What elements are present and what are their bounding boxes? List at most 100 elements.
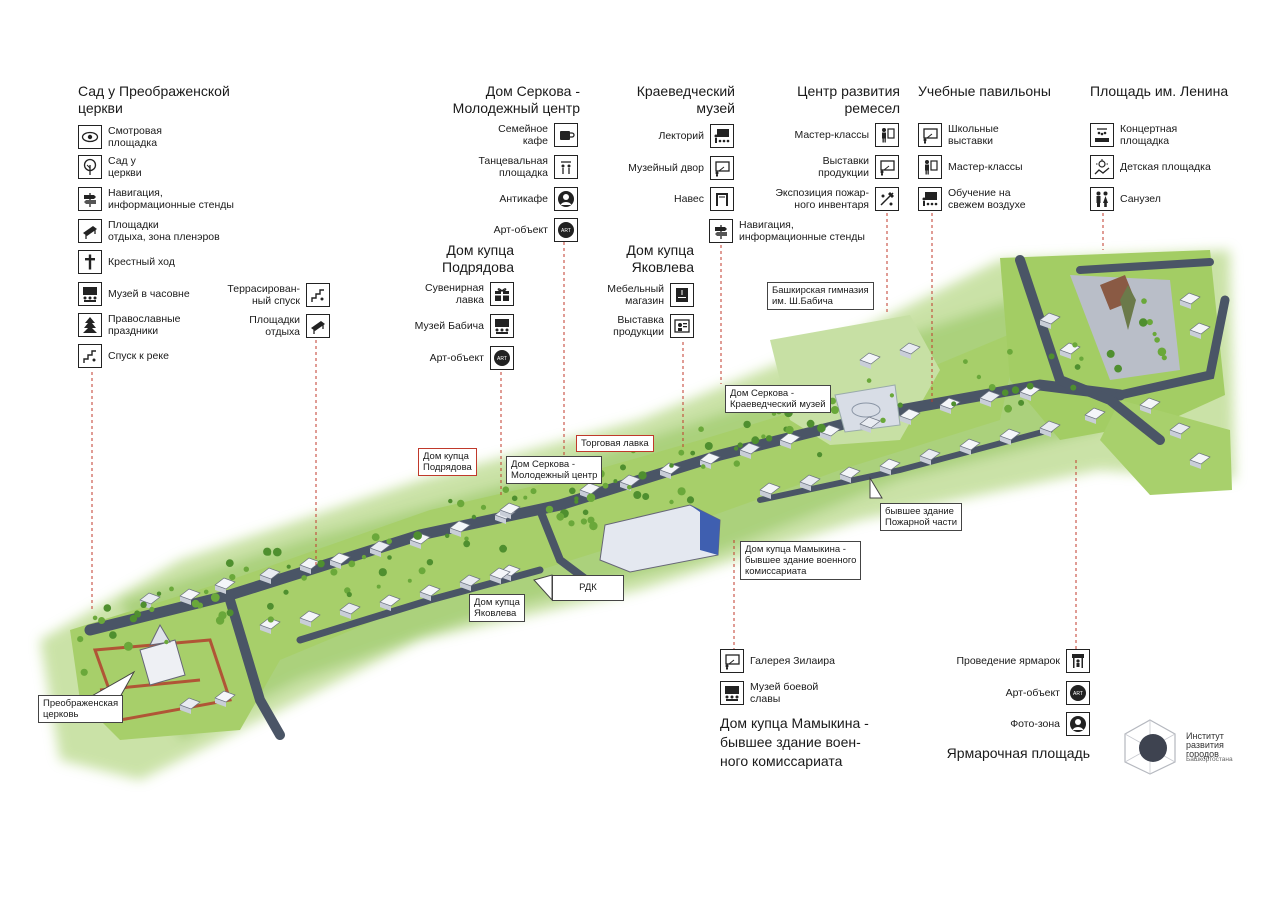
tree [140, 601, 147, 608]
house [1084, 407, 1106, 424]
dance-icon [561, 161, 571, 174]
institute-logo-icon [1124, 719, 1176, 775]
legend-item-label: Музейный двор [628, 162, 704, 174]
legend-item-lenin-0: Концертная площадка [1090, 123, 1177, 147]
signpost-icon [84, 193, 96, 207]
legend-item-lenin-2: Санузел [1090, 187, 1161, 211]
legend-item-museum-0: Лекторий [658, 124, 734, 148]
tree [569, 487, 576, 495]
legend-item-fair-2: Фото-зона [1010, 712, 1090, 736]
svg-text:ART: ART [561, 228, 571, 234]
fire-icon [880, 192, 894, 206]
group-title-podryadov: Дом купца Подрядова [442, 242, 514, 275]
legend-item-label: Мастер-классы [948, 161, 1023, 173]
house [419, 584, 441, 601]
fir-tree-icon-box [78, 313, 102, 337]
house [379, 594, 401, 611]
house [1039, 420, 1061, 437]
stage-icon-box [1090, 123, 1114, 147]
tree [229, 574, 236, 581]
person-icon-box [1066, 712, 1090, 736]
house [859, 352, 881, 369]
tree [1072, 342, 1078, 348]
house [839, 466, 861, 483]
tree [700, 464, 706, 469]
tree [445, 533, 450, 538]
tree [737, 442, 743, 448]
group-title-serkov_youth: Дом Серкова - Молодежный центр [452, 83, 580, 116]
bench-icon [83, 226, 97, 239]
board-icon [880, 160, 895, 176]
tree [669, 499, 674, 505]
map-label-podryadov: Дом купца Подрядова [418, 448, 477, 476]
tree [733, 446, 739, 451]
bench-icon-box [306, 314, 330, 338]
leader-lines [91, 213, 1104, 650]
tree [346, 591, 352, 598]
legend-item-museum-1: Музейный двор [628, 156, 734, 180]
tree [203, 589, 209, 595]
bench-icon [311, 321, 325, 334]
legend-item-sad-3: Площадки отдыха, зона пленэров [78, 219, 220, 243]
rdk-building [599, 504, 721, 573]
legend-item-yakovlev-1: Выставка продукции [613, 314, 694, 338]
museum-icon-box [490, 314, 514, 338]
legend-item-label: Галерея Зилаира [750, 655, 835, 667]
group-title-museum: Краеведческий музей [636, 83, 735, 116]
legend-item-sad-6: Православные праздники [78, 313, 181, 337]
legend-item-label: Выставка продукции [613, 314, 664, 338]
tree [638, 471, 647, 480]
house [214, 577, 236, 594]
furniture-icon [676, 288, 688, 302]
house [859, 416, 881, 433]
gift-icon [495, 288, 509, 301]
legend-item-label: Выставки продукции [818, 155, 869, 179]
tree [226, 609, 234, 617]
tree [413, 531, 423, 540]
tree [733, 460, 740, 467]
market-icon-box [1066, 649, 1090, 673]
tree [387, 555, 392, 560]
bench-icon-box [78, 219, 102, 243]
tree [633, 491, 642, 499]
legend-item-label: Смотровая площадка [108, 125, 162, 149]
legend-item-sad-x1: Площадки отдыха [249, 314, 330, 338]
museum-icon [495, 319, 509, 334]
tree [471, 514, 477, 520]
map-label-shop: Торговая лавка [576, 435, 654, 452]
tree [1011, 386, 1020, 394]
house [739, 442, 761, 459]
furniture-icon-box [670, 283, 694, 307]
signpost-icon [715, 225, 727, 239]
legend-item-label: Антикафе [499, 193, 548, 205]
legend-item-label: Экспозиция пожар- ного инвентаря [775, 187, 869, 211]
tree [669, 463, 674, 468]
tree [418, 567, 426, 575]
tree [642, 493, 650, 500]
group-title-sad: Сад у Преображенской церкви [78, 83, 230, 116]
legend-item-label: Мастер-классы [794, 129, 869, 141]
tree [1079, 356, 1084, 361]
house [779, 432, 801, 449]
tree [620, 464, 626, 471]
legend-item-pavilions-0: Школьные выставки [918, 123, 999, 147]
tree [1114, 364, 1122, 373]
tree [103, 604, 112, 612]
art-icon-box: ART [490, 346, 514, 370]
legend-item-sad-2: Навигация, информационные стенды [78, 187, 234, 211]
house [214, 690, 236, 707]
map-label-yakovlev: Дом купца Яковлева [469, 594, 525, 622]
lecture-icon [922, 192, 938, 206]
tree [761, 434, 766, 439]
canopy-icon [716, 193, 728, 206]
legend-item-label: Террасирован- ный спуск [227, 283, 300, 307]
legend-item-sad-5: Музей в часовне [78, 282, 190, 306]
tree [765, 435, 773, 442]
map-label-fire-station: бывшее здание Пожарной части [880, 503, 963, 531]
cross-icon-box [78, 250, 102, 274]
legend-item-sad-0: Смотровая площадка [78, 125, 162, 149]
fir-tree-icon [83, 317, 97, 333]
